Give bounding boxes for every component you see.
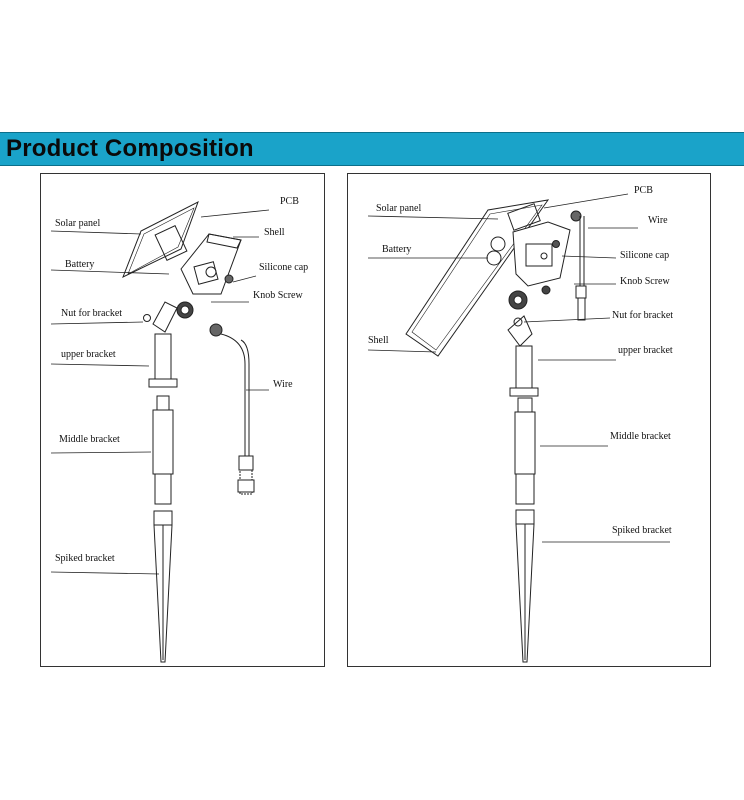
label-wire: Wire bbox=[273, 379, 293, 390]
label-spiked-bracket: Spiked bracket bbox=[55, 553, 115, 564]
label-shell: Shell bbox=[264, 227, 285, 238]
label-knob-screw: Knob Screw bbox=[253, 290, 303, 301]
label-nut-for-bracket: Nut for bracket bbox=[61, 308, 123, 319]
wire-connector-shape bbox=[570, 210, 582, 222]
solar-panel-shape bbox=[405, 199, 550, 357]
label-upper-bracket: upper bracket bbox=[61, 349, 116, 360]
label-silicone-cap: Silicone cap bbox=[259, 262, 309, 273]
solar-panel-shape bbox=[122, 200, 199, 279]
label-knob-screw: Knob Screw bbox=[620, 276, 670, 287]
diagram-panel-left: PCB Solar panel Shell Battery Silicone c… bbox=[40, 173, 325, 667]
label-wire: Wire bbox=[648, 215, 668, 226]
label-pcb: PCB bbox=[280, 196, 299, 207]
spiked-bracket-shape bbox=[153, 524, 173, 663]
pcb-shape bbox=[154, 224, 188, 262]
upper-bracket-shape bbox=[154, 333, 172, 380]
diagram-panel-right: PCB Solar panel Wire Battery Silicone ca… bbox=[347, 173, 711, 667]
label-solar-panel: Solar panel bbox=[55, 218, 101, 229]
label-battery: Battery bbox=[65, 259, 95, 270]
label-battery: Battery bbox=[382, 244, 412, 255]
exploded-view-right bbox=[367, 193, 670, 663]
label-shell: Shell bbox=[368, 335, 389, 346]
battery-shape bbox=[205, 266, 217, 278]
silicone-cap-shape bbox=[552, 240, 560, 248]
nut-shape bbox=[143, 314, 151, 322]
label-silicone-cap: Silicone cap bbox=[620, 250, 670, 261]
middle-bracket-shape bbox=[514, 411, 536, 475]
label-nut-for-bracket: Nut for bracket bbox=[612, 310, 674, 321]
label-middle-bracket: Middle bracket bbox=[610, 431, 671, 442]
wire-connector-shape bbox=[209, 323, 223, 337]
silicone-cap-shape bbox=[224, 274, 234, 284]
exploded-view-left bbox=[50, 200, 270, 663]
middle-bracket-shape bbox=[152, 409, 174, 475]
knob-screw-shape bbox=[541, 285, 551, 295]
upper-bracket-shape bbox=[515, 345, 533, 389]
spiked-bracket-shape bbox=[515, 523, 535, 663]
section-title: Product Composition bbox=[6, 135, 254, 162]
label-middle-bracket: Middle bracket bbox=[59, 434, 120, 445]
label-upper-bracket: upper bracket bbox=[618, 345, 673, 356]
battery-shape bbox=[490, 236, 506, 252]
label-spiked-bracket: Spiked bracket bbox=[612, 525, 672, 536]
label-solar-panel: Solar panel bbox=[376, 203, 422, 214]
pcb-shape bbox=[507, 203, 541, 231]
nut-shape bbox=[513, 317, 523, 327]
wire-shape bbox=[220, 333, 246, 456]
label-pcb: PCB bbox=[634, 185, 653, 196]
section-header: Product Composition bbox=[0, 132, 744, 166]
